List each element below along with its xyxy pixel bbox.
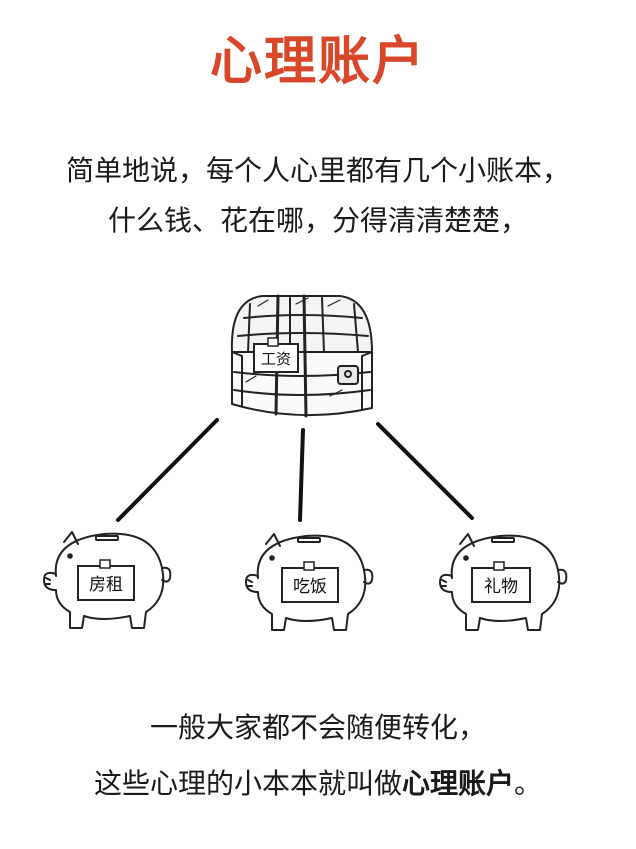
outro-line-2: 这些心理的小本本就叫做心理账户。: [0, 756, 636, 812]
connector-line-middle: [298, 428, 305, 522]
chest-label-card: 工资: [253, 337, 299, 373]
piggy-label-card: 吃饭: [281, 561, 339, 603]
outro-emphasis: 心理账户: [401, 767, 514, 800]
chest-label: 工资: [261, 350, 291, 368]
intro-line-1: 简单地说，每个人心里都有几个小账本，: [65, 154, 570, 187]
piggy-label-food: 吃饭: [293, 577, 327, 597]
piggy-label-gift: 礼物: [484, 577, 518, 597]
piggy-bank-gift: 礼物: [439, 533, 568, 631]
piggy-label-rent: 房租: [89, 575, 123, 595]
connector-line-right: [376, 422, 474, 520]
treasure-chest-icon: [230, 294, 373, 418]
outro-line-2-suffix: 。: [514, 767, 543, 800]
connector-line-left: [116, 418, 219, 522]
piggy-bank-rent: 房租: [43, 531, 172, 629]
intro-text: 简单地说，每个人心里都有几个小账本， 什么钱、花在哪，分得清清楚楚，: [0, 146, 636, 246]
intro-line-2: 什么钱、花在哪，分得清清楚楚，: [107, 204, 528, 237]
outro-line-1: 一般大家都不会随便转化，: [149, 711, 486, 744]
piggy-bank-food: 吃饭: [245, 533, 374, 631]
outro-line-2-prefix: 这些心理的小本本就叫做: [93, 767, 402, 800]
page-title: 心理账户: [209, 32, 426, 92]
piggy-label-card: 礼物: [471, 561, 531, 603]
piggy-label-card: 房租: [77, 559, 135, 601]
outro-text: 一般大家都不会随便转化， 这些心理的小本本就叫做心理账户。: [0, 700, 636, 812]
